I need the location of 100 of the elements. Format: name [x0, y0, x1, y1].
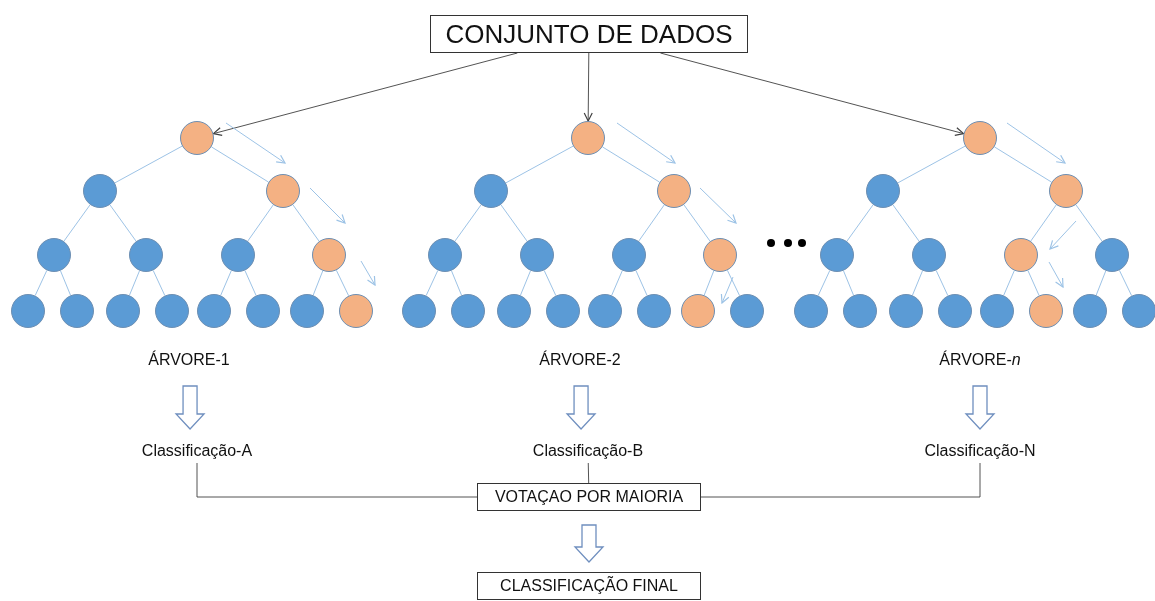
- connector-line: [505, 145, 574, 184]
- tree-node-circle: [588, 294, 622, 328]
- tree-node-circle: [1122, 294, 1155, 328]
- tree-node-circle: [963, 121, 997, 155]
- connector-line: [611, 270, 623, 296]
- connector-line: [700, 462, 981, 498]
- tree-node-circle: [912, 238, 946, 272]
- connector-line: [543, 269, 557, 297]
- tree-node-circle: [1073, 294, 1107, 328]
- connector-line: [114, 145, 183, 184]
- connector-line: [1075, 204, 1103, 242]
- block-arrow: [964, 385, 996, 430]
- connector-line: [1118, 269, 1133, 297]
- connector-line: [335, 269, 350, 297]
- tree-node-circle: [129, 238, 163, 272]
- tree-node-circle: [1049, 174, 1083, 208]
- connector-line: [128, 270, 141, 296]
- connector-line: [1003, 270, 1015, 296]
- tree-node-circle: [657, 174, 691, 208]
- node-label: Classificação-A: [117, 439, 277, 463]
- connector-line: [500, 204, 528, 242]
- connector-line: [312, 270, 324, 296]
- tree-node-circle: [11, 294, 45, 328]
- connector-line: [635, 270, 648, 296]
- tree-node-circle: [546, 294, 580, 328]
- connector-line: [1095, 270, 1107, 296]
- tree-node-circle: [681, 294, 715, 328]
- connector-line: [683, 204, 711, 242]
- connector-line: [450, 270, 463, 296]
- connector-line: [638, 204, 665, 242]
- tree-node-circle: [83, 174, 117, 208]
- tree-node-circle: [637, 294, 671, 328]
- tree-node-circle: [820, 238, 854, 272]
- tree-node-circle: [221, 238, 255, 272]
- connector-line: [993, 146, 1053, 183]
- connector-line: [601, 146, 661, 183]
- tree-node-circle: [451, 294, 485, 328]
- connector-line: [935, 269, 949, 297]
- tree-node-circle: [794, 294, 828, 328]
- tree-node-circle: [866, 174, 900, 208]
- connector-line: [210, 146, 270, 183]
- block-arrow: [174, 385, 206, 430]
- tree-node-circle: [1095, 238, 1129, 272]
- connector-line: [519, 270, 532, 296]
- connector-line: [1030, 204, 1057, 242]
- tree-node-circle: [1029, 294, 1063, 328]
- tree-node-circle: [474, 174, 508, 208]
- tree-node-circle: [180, 121, 214, 155]
- tree-node-circle: [612, 238, 646, 272]
- connector-line: [587, 462, 590, 484]
- connector-line: [59, 270, 72, 296]
- tree-node-circle: [703, 238, 737, 272]
- connector-line: [1027, 270, 1040, 296]
- tree-node-circle: [106, 294, 140, 328]
- connector-line: [247, 204, 274, 242]
- connector-line: [152, 269, 166, 297]
- connector-line: [911, 270, 924, 296]
- tree-node-circle: [497, 294, 531, 328]
- connector-line: [63, 204, 91, 242]
- connector-line: [817, 269, 831, 297]
- process-box: CONJUNTO DE DADOS: [430, 15, 748, 53]
- tree-node-circle: [339, 294, 373, 328]
- connector-line: [220, 270, 232, 296]
- tree-node-circle: [428, 238, 462, 272]
- tree-node-circle: [571, 121, 605, 155]
- process-box: CLASSIFICAÇÃO FINAL: [477, 572, 701, 600]
- tree-node-circle: [889, 294, 923, 328]
- node-label: ÁRVORE-n: [930, 348, 1030, 372]
- connector-line: [34, 269, 48, 297]
- block-arrow: [573, 524, 605, 563]
- connector-line: [726, 269, 741, 297]
- tree-node-circle: [312, 238, 346, 272]
- tree-node-circle: [520, 238, 554, 272]
- connector-line: [842, 270, 855, 296]
- connector-line: [109, 204, 137, 242]
- process-box: VOTAÇAO POR MAIORIA: [477, 483, 701, 511]
- tree-node-circle: [37, 238, 71, 272]
- connector-line: [892, 204, 920, 242]
- tree-node-circle: [290, 294, 324, 328]
- connector-line: [454, 204, 482, 242]
- tree-node-circle: [843, 294, 877, 328]
- tree-node-circle: [980, 294, 1014, 328]
- node-label: Classificação-N: [900, 439, 1060, 463]
- tree-node-circle: [402, 294, 436, 328]
- tree-node-circle: [197, 294, 231, 328]
- block-arrow: [565, 385, 597, 430]
- tree-node-circle: [938, 294, 972, 328]
- node-label: Classificação-B: [508, 439, 668, 463]
- connector-line: [703, 270, 715, 296]
- node-label: ÁRVORE-2: [530, 348, 630, 372]
- tree-node-circle: [246, 294, 280, 328]
- tree-node-circle: [1004, 238, 1038, 272]
- tree-node-circle: [60, 294, 94, 328]
- connector-line: [196, 462, 478, 498]
- tree-node-circle: [266, 174, 300, 208]
- node-label: ÁRVORE-1: [139, 348, 239, 372]
- connector-line: [897, 145, 966, 184]
- connector-line: [425, 269, 439, 297]
- tree-node-circle: [155, 294, 189, 328]
- connector-line: [846, 204, 874, 242]
